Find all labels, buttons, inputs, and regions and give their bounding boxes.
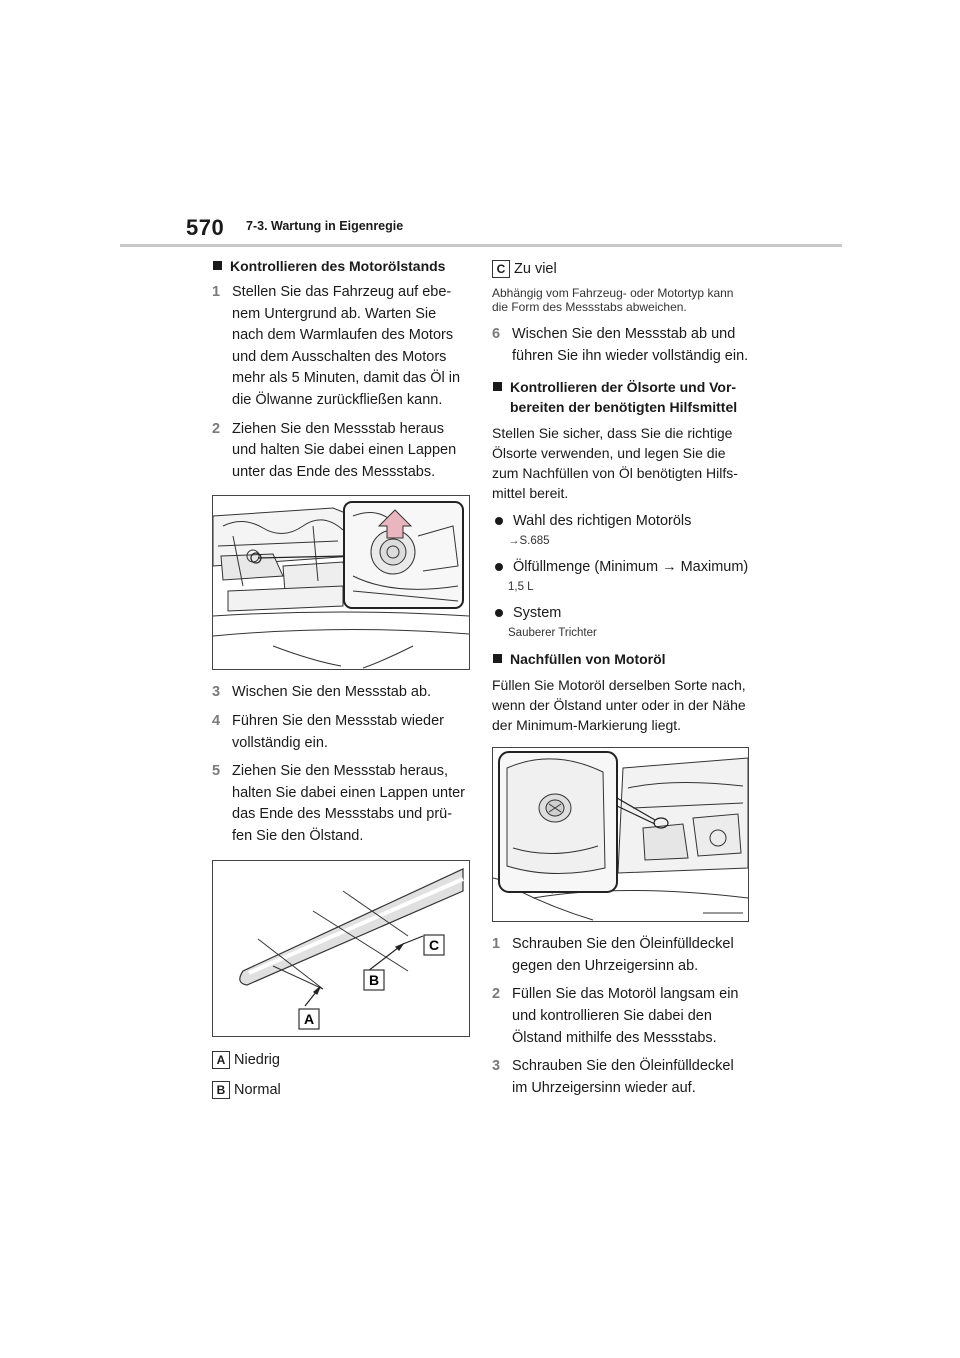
- step-item: 4 Führen Sie den Messstab wieder vollstä…: [212, 712, 444, 751]
- oil-type-paragraph: Stellen Sie sicher, dass Sie die richtig…: [492, 425, 738, 502]
- right-column: C Zu viel Abhängig vom Fahrzeug- oder Mo…: [492, 256, 752, 1106]
- oil-filler-cap-illustration: [492, 747, 749, 923]
- section-title: 7-3. Wartung in Eigenregie: [246, 219, 404, 233]
- legend-item-b: B Normal: [212, 1080, 470, 1099]
- bullet-dot-icon: [495, 609, 503, 618]
- step-item: 1 Schrauben Sie den Öleinfülldeckel gege…: [492, 936, 734, 974]
- legend-item-a: A Niedrig: [212, 1050, 470, 1069]
- section-heading-refill: Nachfüllen von Motoröl: [492, 649, 752, 669]
- bullet-dot-icon: [495, 563, 503, 572]
- square-bullet-icon: [213, 261, 222, 270]
- figure-label-c: C: [429, 937, 439, 953]
- bullet-detail: 1,5 L: [508, 581, 534, 594]
- bullet-detail: Sauberer Trichter: [508, 627, 597, 640]
- step-item: 3 Wischen Sie den Messstab ab.: [212, 684, 432, 701]
- dipstick-note: Abhängig vom Fahrzeug- oder Motortyp kan…: [492, 286, 734, 314]
- bullet-item: Wahl des richtigen Motoröls: [492, 511, 752, 531]
- section-heading-oil-type: Kontrollieren der Ölsorte und Vor-bereit…: [492, 377, 752, 417]
- bullet-item: System: [492, 603, 752, 623]
- legend-item-c: C Zu viel: [492, 260, 752, 278]
- step-item: 6 Wischen Sie den Messstab ab und führen…: [492, 326, 749, 364]
- square-bullet-icon: [493, 654, 502, 664]
- page-number: 570: [186, 215, 225, 240]
- step-item: 5 Ziehen Sie den Messstab heraus, halten…: [212, 763, 465, 844]
- step-item: 3 Schrauben Sie den Öleinfülldeckel im U…: [492, 1058, 734, 1096]
- bullet-detail: →S.685: [508, 535, 550, 548]
- pull-up-arrow-icon: [377, 509, 413, 539]
- bullet-dot-icon: [495, 517, 503, 526]
- engine-bay-illustration: [212, 495, 470, 671]
- dipstick-illustration: A B C: [212, 859, 470, 1037]
- figure-label-b: B: [369, 972, 379, 988]
- figure-label-a: A: [304, 1011, 314, 1027]
- left-column: Kontrollieren des Motorölstands 1 Stelle…: [212, 256, 470, 1111]
- step-item: 1 Stellen Sie das Fahrzeug auf ebe-nem U…: [212, 284, 461, 408]
- square-bullet-icon: [493, 382, 502, 392]
- refill-paragraph: Füllen Sie Motoröl derselben Sorte nach,…: [492, 677, 746, 734]
- step-item: 2 Füllen Sie das Motoröl langsam ein und…: [492, 986, 739, 1046]
- section-heading-oil-level: Kontrollieren des Motorölstands: [212, 256, 470, 276]
- step-item: 2 Ziehen Sie den Messstab heraus und hal…: [212, 420, 457, 480]
- bullet-item: Ölfüllmenge (Minimum → Maximum): [492, 557, 752, 577]
- header-divider: [120, 244, 842, 247]
